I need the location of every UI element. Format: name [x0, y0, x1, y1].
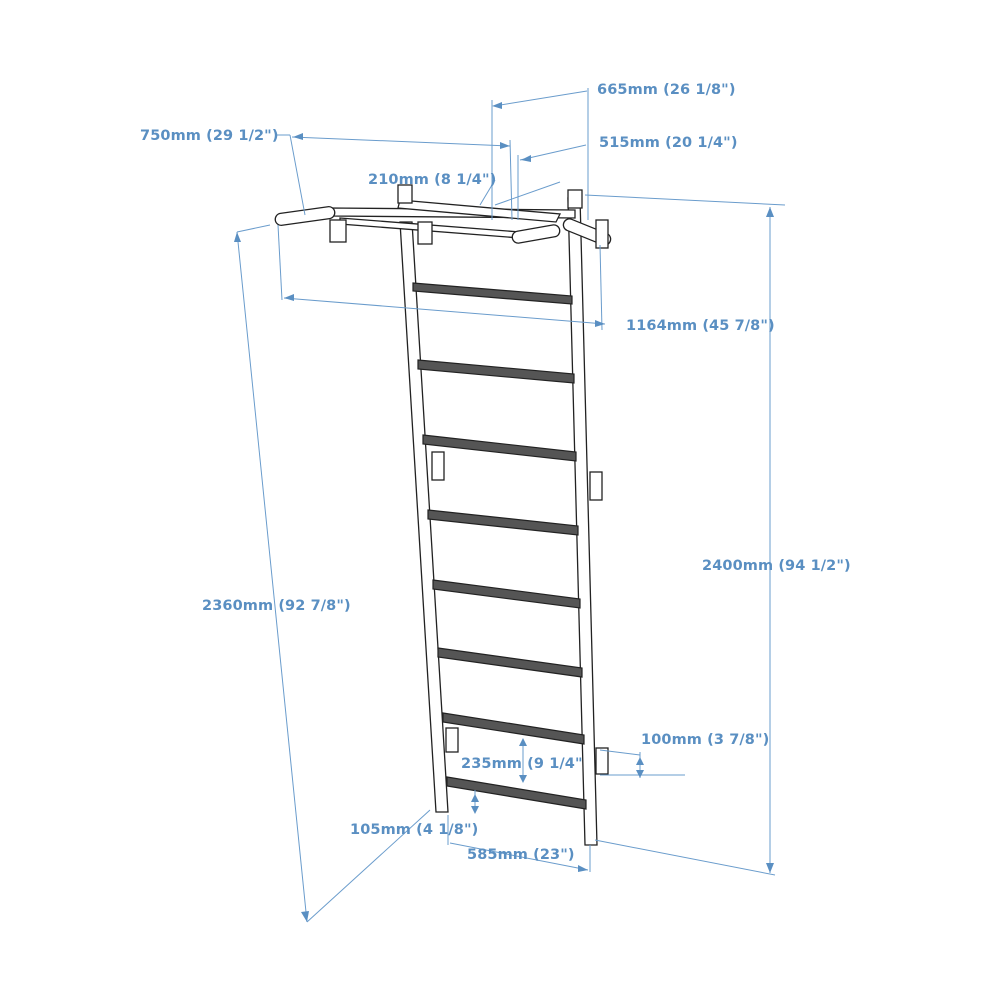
- rung: [442, 712, 585, 745]
- rung: [427, 509, 579, 536]
- dimension-label-105: 105mm (4 1/8"): [350, 822, 479, 838]
- right-rail: [567, 197, 598, 846]
- dimension-label-585: 585mm (23"): [467, 847, 575, 863]
- rung: [412, 282, 573, 305]
- pull-up-bar: [274, 184, 612, 249]
- rung: [432, 579, 581, 609]
- ladder: [399, 197, 609, 846]
- dimension-label-2400: 2400mm (94 1/2"): [702, 558, 851, 574]
- rung: [437, 647, 583, 678]
- rung: [417, 359, 575, 384]
- rungs: [412, 282, 587, 810]
- wall-bracket: [431, 451, 445, 481]
- dimension-label-235: 235mm (9 1/4": [461, 756, 583, 772]
- wall-bracket: [589, 471, 603, 501]
- dimension-label-665: 665mm (26 1/8"): [597, 82, 736, 98]
- dimension-label-1164: 1164mm (45 7/8"): [626, 318, 775, 334]
- dimension-label-515: 515mm (20 1/4"): [599, 135, 738, 151]
- dimension-label-210: 210mm (8 1/4"): [368, 172, 497, 188]
- wall-bracket: [445, 727, 459, 753]
- dimension-label-100: 100mm (3 7/8"): [641, 732, 770, 748]
- left-rail: [399, 221, 449, 813]
- dimension-label-2360: 2360mm (92 7/8"): [202, 598, 351, 614]
- dimension-arrows: [234, 102, 774, 922]
- dimension-label-750: 750mm (29 1/2"): [140, 128, 279, 144]
- rung: [446, 776, 587, 810]
- wall-bracket: [595, 747, 609, 775]
- rung: [422, 434, 577, 462]
- left-grip: [274, 206, 336, 226]
- right-grip: [511, 224, 561, 244]
